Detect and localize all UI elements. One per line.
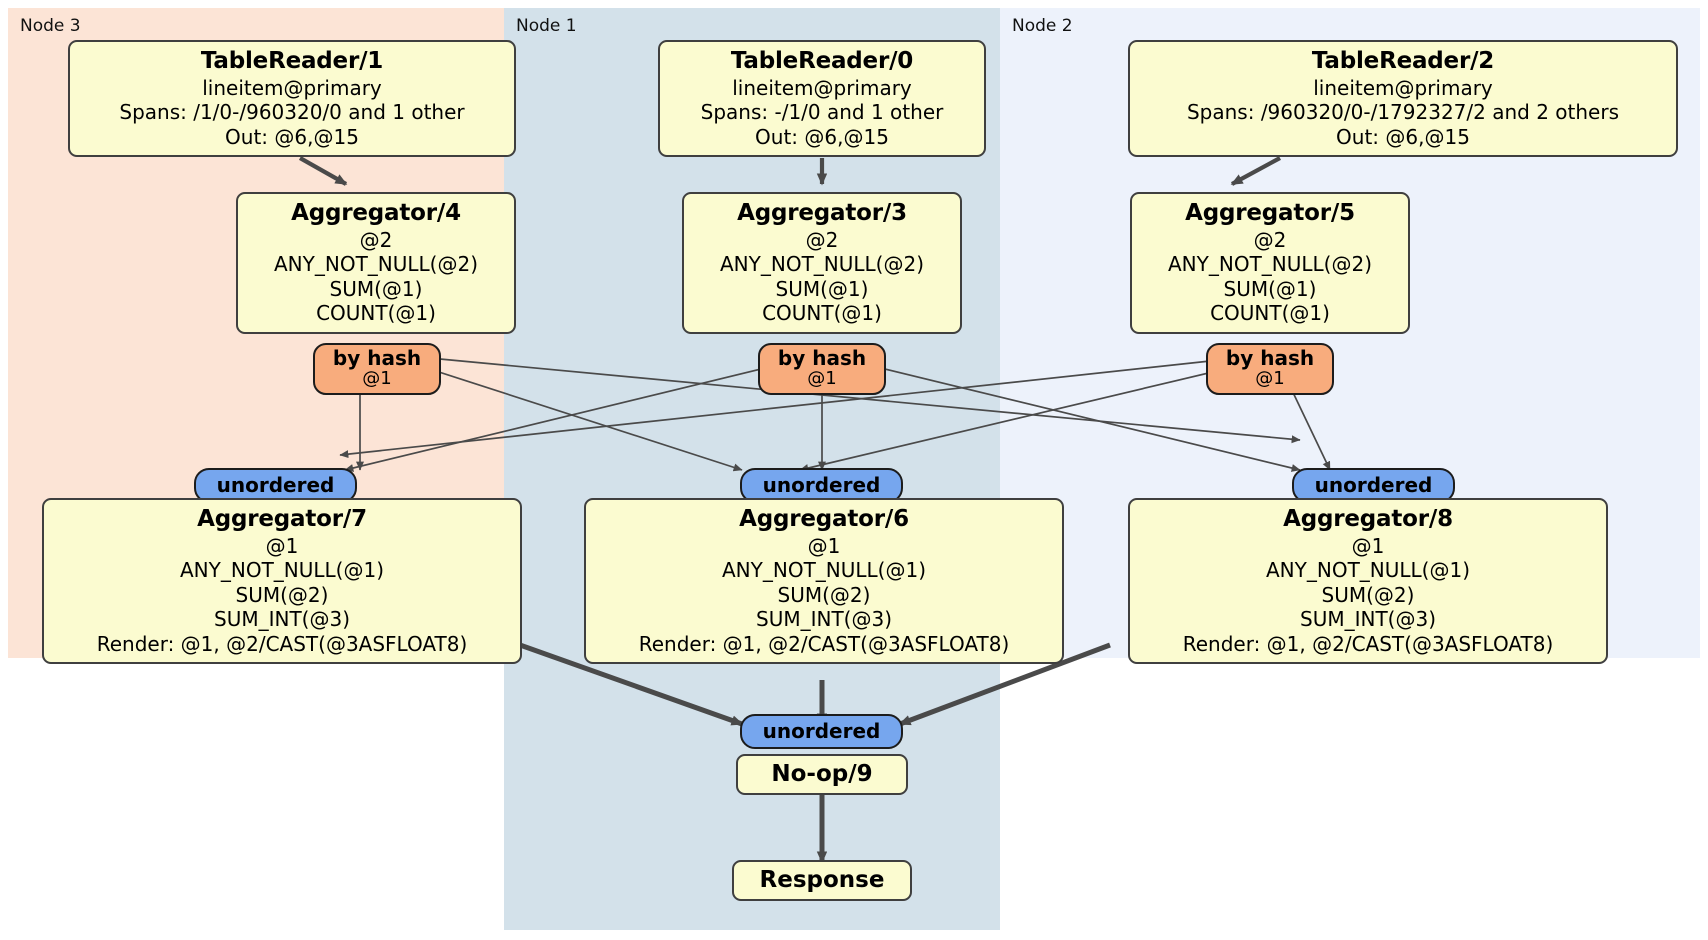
router-badge-by-hash-left[interactable]: by hash @1 bbox=[313, 343, 441, 395]
box-title: Aggregator/5 bbox=[1185, 200, 1355, 226]
box-line: SUM(@1) bbox=[775, 276, 869, 301]
box-line: lineitem@primary bbox=[732, 75, 912, 100]
processor-box-noop9[interactable]: No-op/9 bbox=[736, 754, 908, 795]
box-line: lineitem@primary bbox=[202, 75, 382, 100]
processor-box-tablereader2[interactable]: TableReader/2 lineitem@primary Spans: /9… bbox=[1128, 40, 1678, 158]
box-title: Aggregator/8 bbox=[1283, 506, 1453, 532]
box-title: Aggregator/3 bbox=[737, 200, 907, 226]
box-line: Out: @6,@15 bbox=[755, 124, 889, 149]
box-line: Out: @6,@15 bbox=[1336, 124, 1470, 149]
processor-box-aggregator7[interactable]: Aggregator/7 @1 ANY_NOT_NULL(@1) SUM(@2)… bbox=[42, 498, 522, 665]
box-line: SUM(@2) bbox=[777, 582, 871, 607]
box-line: @2 bbox=[359, 227, 393, 252]
box-title: Aggregator/6 bbox=[739, 506, 909, 532]
router-badge-by-hash-center[interactable]: by hash @1 bbox=[758, 343, 886, 395]
box-line: @1 bbox=[807, 533, 841, 558]
router-badge-by-hash-right[interactable]: by hash @1 bbox=[1206, 343, 1334, 395]
box-line: COUNT(@1) bbox=[762, 301, 882, 326]
box-line: ANY_NOT_NULL(@2) bbox=[274, 252, 478, 277]
box-title: TableReader/2 bbox=[1311, 48, 1495, 74]
router-column: @1 bbox=[1255, 368, 1285, 390]
box-line: Render: @1, @2/CAST(@3ASFLOAT8) bbox=[96, 631, 468, 656]
box-line: Spans: -/1/0 and 1 other bbox=[700, 100, 944, 125]
box-line: SUM_INT(@3) bbox=[756, 607, 892, 632]
box-line: SUM_INT(@3) bbox=[1300, 607, 1436, 632]
box-line: SUM(@1) bbox=[1223, 276, 1317, 301]
box-line: ANY_NOT_NULL(@1) bbox=[722, 558, 926, 583]
router-label: by hash bbox=[1225, 346, 1315, 370]
box-line: @2 bbox=[805, 227, 839, 252]
router-label: by hash bbox=[332, 346, 422, 370]
box-line: SUM(@2) bbox=[235, 582, 329, 607]
box-line: COUNT(@1) bbox=[316, 301, 436, 326]
box-line: SUM(@2) bbox=[1321, 582, 1415, 607]
node-label-node2: Node 2 bbox=[1012, 16, 1073, 36]
router-label: by hash bbox=[777, 346, 867, 370]
box-line: lineitem@primary bbox=[1313, 75, 1493, 100]
node-label-node1: Node 1 bbox=[516, 16, 577, 36]
processor-box-aggregator8[interactable]: Aggregator/8 @1 ANY_NOT_NULL(@1) SUM(@2)… bbox=[1128, 498, 1608, 665]
box-line: SUM_INT(@3) bbox=[214, 607, 350, 632]
box-line: ANY_NOT_NULL(@2) bbox=[720, 252, 924, 277]
processor-box-aggregator4[interactable]: Aggregator/4 @2 ANY_NOT_NULL(@2) SUM(@1)… bbox=[236, 192, 516, 334]
router-column: @1 bbox=[807, 368, 837, 390]
box-line: ANY_NOT_NULL(@2) bbox=[1168, 252, 1372, 277]
node-label-node3: Node 3 bbox=[20, 16, 81, 36]
box-line: @1 bbox=[265, 533, 299, 558]
sync-badge-unordered-right[interactable]: unordered bbox=[1292, 468, 1455, 503]
box-line: ANY_NOT_NULL(@1) bbox=[1266, 558, 1470, 583]
processor-box-response[interactable]: Response bbox=[732, 860, 912, 901]
box-title: Aggregator/4 bbox=[291, 200, 461, 226]
processor-box-aggregator6[interactable]: Aggregator/6 @1 ANY_NOT_NULL(@1) SUM(@2)… bbox=[584, 498, 1064, 665]
processor-box-aggregator5[interactable]: Aggregator/5 @2 ANY_NOT_NULL(@2) SUM(@1)… bbox=[1130, 192, 1410, 334]
router-column: @1 bbox=[362, 368, 392, 390]
box-line: Out: @6,@15 bbox=[225, 124, 359, 149]
processor-box-tablereader0[interactable]: TableReader/0 lineitem@primary Spans: -/… bbox=[658, 40, 986, 158]
box-line: COUNT(@1) bbox=[1210, 301, 1330, 326]
box-title: Aggregator/7 bbox=[197, 506, 367, 532]
box-title: TableReader/0 bbox=[730, 48, 914, 74]
box-line: SUM(@1) bbox=[329, 276, 423, 301]
box-line: ANY_NOT_NULL(@1) bbox=[180, 558, 384, 583]
box-title: TableReader/1 bbox=[200, 48, 384, 74]
box-line: Spans: /1/0-/960320/0 and 1 other bbox=[119, 100, 465, 125]
box-line: Render: @1, @2/CAST(@3ASFLOAT8) bbox=[638, 631, 1010, 656]
processor-box-aggregator3[interactable]: Aggregator/3 @2 ANY_NOT_NULL(@2) SUM(@1)… bbox=[682, 192, 962, 334]
box-line: Spans: /960320/0-/1792327/2 and 2 others bbox=[1186, 100, 1619, 125]
sync-badge-unordered-left[interactable]: unordered bbox=[194, 468, 357, 503]
processor-box-tablereader1[interactable]: TableReader/1 lineitem@primary Spans: /1… bbox=[68, 40, 516, 158]
box-line: @1 bbox=[1351, 533, 1385, 558]
sync-badge-unordered-final[interactable]: unordered bbox=[740, 714, 903, 749]
box-line: Render: @1, @2/CAST(@3ASFLOAT8) bbox=[1182, 631, 1554, 656]
box-line: @2 bbox=[1253, 227, 1287, 252]
